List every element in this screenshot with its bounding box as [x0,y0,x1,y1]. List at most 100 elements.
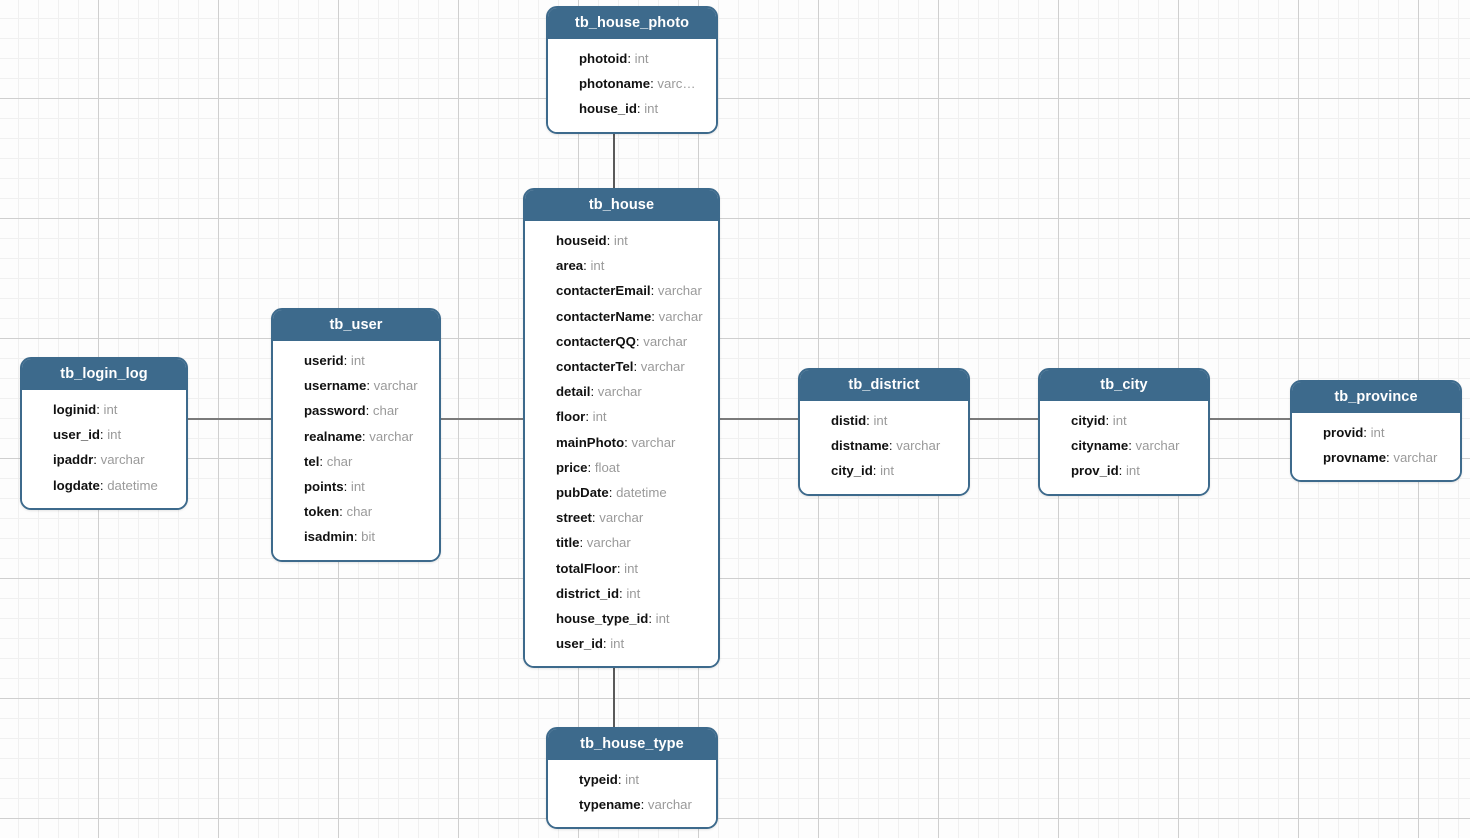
field-row[interactable]: user_id: int [22,422,186,447]
field-row[interactable]: area: int [525,253,718,278]
field-row[interactable]: contacterEmail: varchar [525,278,718,303]
field-type: varchar [599,510,644,526]
field-name: user_id [556,636,603,652]
field-row[interactable]: distname: varchar [800,433,968,458]
field-type: varchar [369,428,414,444]
field-row[interactable]: provname: varchar [1292,445,1460,470]
field-row[interactable]: houseid: int [525,228,718,253]
field-separator: : [651,308,659,324]
field-type: int [103,402,118,417]
field-row[interactable]: typename: varchar [548,792,716,817]
relationship-edge-login_log-to-user[interactable] [187,418,272,420]
field-row[interactable]: totalFloor: int [525,556,718,581]
field-row[interactable]: pubDate: datetime [525,480,718,505]
field-row[interactable]: provid: int [1292,420,1460,445]
relationship-edge-house-to-district[interactable] [719,418,799,420]
field-row[interactable]: photoid: int [548,46,716,71]
relationship-edge-house_photo-to-house[interactable] [613,133,615,188]
field-row[interactable]: district_id: int [525,581,718,606]
field-row[interactable]: house_type_id: int [525,606,718,631]
field-row[interactable]: prov_id: int [1040,458,1208,483]
field-separator: : [608,485,617,501]
field-name: user_id [53,427,100,443]
field-name: typeid [579,772,618,787]
field-type: varchar [1135,438,1180,454]
field-separator: : [587,459,595,475]
field-row[interactable]: mainPhoto: varchar [525,430,718,455]
field-row[interactable]: user_id: int [525,631,718,656]
field-separator: : [339,504,347,520]
field-row[interactable]: password: char [273,398,439,423]
relationship-edge-district-to-city[interactable] [969,418,1039,420]
field-row[interactable]: cityid: int [1040,408,1208,433]
field-row[interactable]: username: varchar [273,373,439,398]
relationship-edge-city-to-province[interactable] [1209,418,1291,420]
field-row[interactable]: distid: int [800,408,968,433]
field-row[interactable]: contacterName: varchar [525,304,718,329]
entity-title-tb_user: tb_user [273,310,439,341]
field-row[interactable]: token: char [273,499,439,524]
field-row[interactable]: detail: varchar [525,379,718,404]
field-name: ipaddr [53,452,94,468]
entity-title-tb_house_type: tb_house_type [548,729,716,760]
field-row[interactable]: street: varchar [525,505,718,530]
field-name: pubDate [556,485,609,501]
field-name: totalFloor [556,560,617,576]
field-row[interactable]: floor: int [525,404,718,429]
field-type: int [610,636,625,652]
field-separator: : [1363,425,1371,440]
field-type: int [655,611,670,627]
field-name: tel [304,453,320,469]
field-row[interactable]: title: varchar [525,530,718,555]
field-type: int [1112,413,1127,428]
field-name: provname [1323,450,1387,466]
field-separator: : [361,428,370,444]
field-separator: : [590,384,598,400]
entity-title-tb_house_photo: tb_house_photo [548,8,716,39]
field-row[interactable]: cityname: varchar [1040,433,1208,458]
field-row[interactable]: logdate: datetime [22,473,186,498]
field-row[interactable]: ipaddr: varchar [22,447,186,472]
field-type: datetime [616,485,667,501]
field-row[interactable]: price: float [525,455,718,480]
field-separator: : [635,333,644,349]
field-row[interactable]: userid: int [273,348,439,373]
field-type: int [626,585,641,601]
entity-title-tb_province: tb_province [1292,382,1460,413]
field-row[interactable]: photoname: varc… [548,71,716,96]
field-separator: : [99,477,108,493]
relationship-edge-house-to-house_type[interactable] [613,665,615,727]
field-name: cityname [1071,438,1129,454]
field-row[interactable]: contacterQQ: varchar [525,329,718,354]
field-type: int [873,413,888,428]
field-row[interactable]: points: int [273,474,439,499]
field-row[interactable]: tel: char [273,449,439,474]
field-name: token [304,504,340,520]
field-row[interactable]: typeid: int [548,767,716,792]
relationship-edge-user-to-house[interactable] [440,418,524,420]
field-separator: : [606,233,614,248]
field-type: varchar [658,308,703,324]
field-row[interactable]: city_id: int [800,458,968,483]
field-separator: : [1118,463,1126,479]
field-row[interactable]: isadmin: bit [273,524,439,549]
field-row[interactable]: contacterTel: varchar [525,354,718,379]
field-row[interactable]: house_id: int [548,96,716,121]
field-name: points [304,479,344,495]
field-name: price [556,459,588,475]
field-row[interactable]: loginid: int [22,397,186,422]
field-row[interactable]: realname: varchar [273,424,439,449]
